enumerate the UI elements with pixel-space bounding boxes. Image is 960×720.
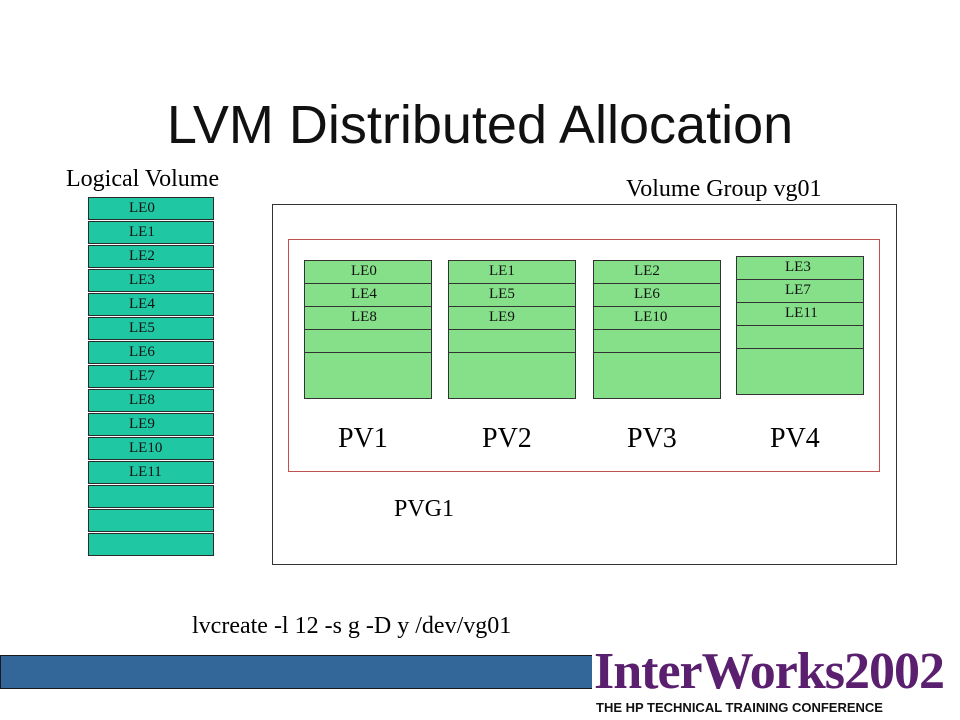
lv-extent-row: LE8 — [88, 389, 214, 412]
lv-extent-row: LE11 — [88, 461, 214, 484]
lv-extent-row: LE1 — [88, 221, 214, 244]
lv-extent-row: LE7 — [88, 365, 214, 388]
logical-volume-label: Logical Volume — [66, 166, 220, 192]
pvg-label: PVG1 — [394, 496, 455, 522]
pv-extent-cell — [304, 352, 432, 399]
pv-extent-cell: LE6 — [593, 283, 721, 307]
interworks-logo: InterWorks2002 THE HP TECHNICAL TRAINING… — [592, 644, 945, 720]
pv-extent-cell — [736, 325, 864, 349]
pv-extent-cell — [736, 348, 864, 395]
lv-extent-row: LE4 — [88, 293, 214, 316]
lv-extent-row — [88, 533, 214, 556]
pv-extent-cell — [448, 352, 576, 399]
volume-group-box — [272, 204, 897, 565]
pv-extent-cell — [593, 329, 721, 353]
pv-extent-cell: LE0 — [304, 260, 432, 284]
pv-label: PV2 — [482, 423, 532, 454]
pv-extent-cell: LE7 — [736, 279, 864, 303]
pv-extent-cell: LE3 — [736, 256, 864, 280]
lv-extent-row — [88, 485, 214, 508]
lv-extent-row: LE3 — [88, 269, 214, 292]
pv-extent-cell: LE5 — [448, 283, 576, 307]
pv-extent-cell — [593, 352, 721, 399]
lv-extent-row: LE2 — [88, 245, 214, 268]
pvg-box — [288, 239, 880, 472]
volume-group-label: Volume Group vg01 — [626, 176, 822, 202]
lv-extent-row: LE0 — [88, 197, 214, 220]
pv-extent-cell: LE10 — [593, 306, 721, 330]
lv-extent-row: LE9 — [88, 413, 214, 436]
pv-extent-cell: LE11 — [736, 302, 864, 326]
pv-extent-cell: LE2 — [593, 260, 721, 284]
lv-extent-row — [88, 509, 214, 532]
pv-extent-cell: LE4 — [304, 283, 432, 307]
pv-label: PV3 — [627, 423, 677, 454]
pv-label: PV4 — [770, 423, 820, 454]
lv-extent-row: LE6 — [88, 341, 214, 364]
footer-bar — [0, 655, 605, 689]
page-title: LVM Distributed Allocation — [166, 95, 794, 155]
pv-extent-cell — [448, 329, 576, 353]
logo-sub-text: THE HP TECHNICAL TRAINING CONFERENCE — [596, 700, 883, 715]
pv-extent-cell — [304, 329, 432, 353]
lv-extent-row: LE10 — [88, 437, 214, 460]
command-text: lvcreate -l 12 -s g -D y /dev/vg01 — [192, 613, 512, 639]
pv-extent-cell: LE8 — [304, 306, 432, 330]
pv-extent-cell: LE9 — [448, 306, 576, 330]
logo-main-text: InterWorks2002 — [594, 643, 945, 700]
lv-extent-row: LE5 — [88, 317, 214, 340]
pv-label: PV1 — [338, 423, 388, 454]
pv-extent-cell: LE1 — [448, 260, 576, 284]
